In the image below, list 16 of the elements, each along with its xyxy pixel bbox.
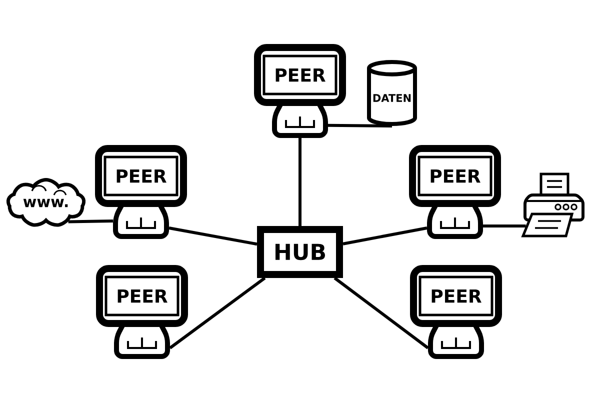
hub-box: HUB [257, 226, 343, 278]
connection-line [68, 220, 114, 224]
monitor: PEER [254, 44, 346, 138]
monitor: PEER [409, 145, 501, 239]
connection-line [334, 276, 429, 350]
connection-line [342, 226, 428, 246]
cloud: www. [6, 178, 86, 227]
monitor: PEER [95, 145, 187, 239]
monitor: PEER [96, 265, 188, 359]
connection-line [328, 124, 392, 128]
connection-line [168, 226, 258, 246]
connection-line [298, 138, 302, 226]
connection-line [483, 224, 526, 228]
connection-line [169, 276, 266, 350]
monitor: PEER [410, 265, 502, 359]
database-cylinder: DATEN [367, 60, 417, 126]
